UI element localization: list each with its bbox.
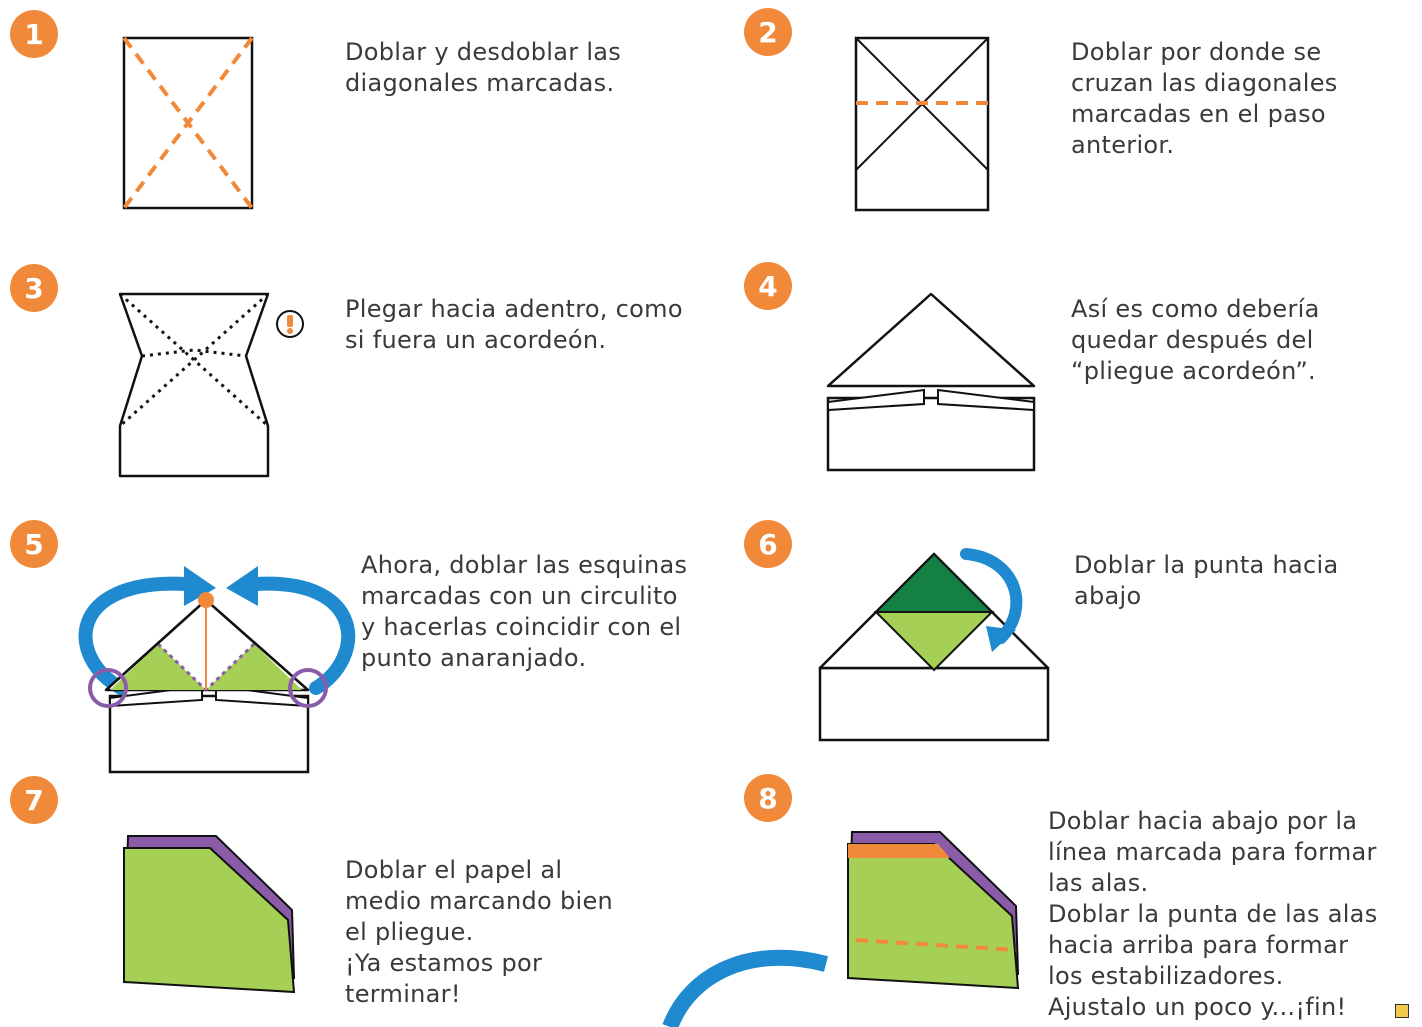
step-8-badge: 8 xyxy=(744,774,792,822)
step-6-text: Doblar la punta hacia abajo xyxy=(1074,551,1339,610)
step-5-text: Ahora, doblar las esquinas marcadas con … xyxy=(361,551,688,672)
step-1-diagram xyxy=(122,36,254,210)
step-2-text: Doblar por donde se cruzan las diagonale… xyxy=(1071,38,1338,159)
step-2-diagram xyxy=(854,36,990,212)
curved-arrow-icon xyxy=(662,949,829,1027)
step-8-diagram xyxy=(846,831,1020,990)
small-square-icon xyxy=(1395,1004,1409,1018)
step-4-text: Así es como debería quedar después del “… xyxy=(1071,295,1320,385)
step-7-diagram xyxy=(122,835,296,994)
step-7-text: Doblar el papel al medio marcando bien e… xyxy=(345,856,614,1008)
warning-icon xyxy=(276,310,304,338)
step-5-badge: 5 xyxy=(10,520,58,568)
step-1-badge: 1 xyxy=(10,10,58,58)
step-3-badge: 3 xyxy=(10,264,58,312)
step-8-text: Doblar hacia abajo por la línea marcada … xyxy=(1048,807,1378,1021)
step-1-text: Doblar y desdoblar las diagonales marcad… xyxy=(345,38,622,97)
step-4-diagram xyxy=(826,292,1036,472)
step-3-diagram xyxy=(118,292,270,478)
step-3-text: Plegar hacia adentro, como si fuera un a… xyxy=(345,295,683,354)
step-4-badge: 4 xyxy=(744,262,792,310)
step-7-badge: 7 xyxy=(10,776,58,824)
step-5-diagram xyxy=(78,566,355,774)
step-6-diagram xyxy=(818,548,1050,742)
step-2-badge: 2 xyxy=(744,8,792,56)
step-6-badge: 6 xyxy=(744,520,792,568)
